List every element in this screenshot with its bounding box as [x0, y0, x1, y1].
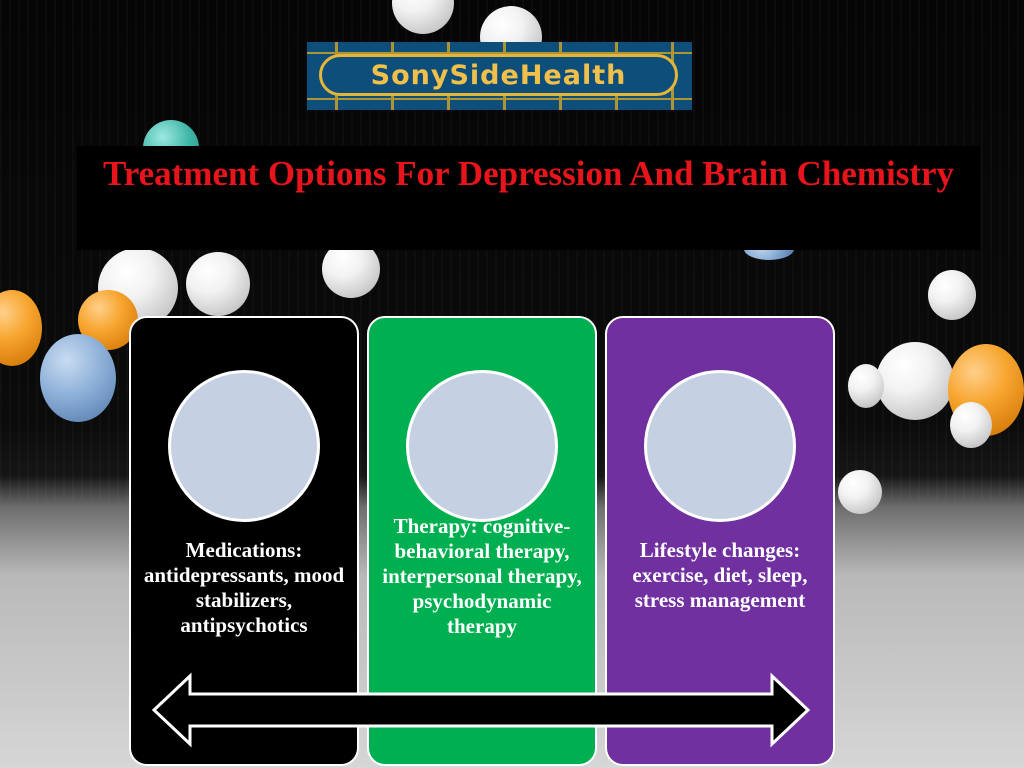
card-text: Medications: antidepressants, mood stabi… — [143, 538, 345, 637]
circle-placeholder — [168, 370, 320, 522]
title-band — [77, 146, 980, 250]
card-therapy: Therapy: cognitive-behavioral therapy, i… — [367, 316, 597, 766]
logo-text: SonySideHealth — [370, 59, 627, 91]
page-title: Treatment Options For Depression And Bra… — [102, 154, 955, 193]
logo: SonySideHealth — [307, 42, 692, 110]
circle-placeholder — [406, 370, 558, 522]
card-medications: Medications: antidepressants, mood stabi… — [129, 316, 359, 766]
circle-placeholder — [644, 370, 796, 522]
card-text: Therapy: cognitive-behavioral therapy, i… — [382, 514, 582, 638]
card-text: Lifestyle changes: exercise, diet, sleep… — [632, 538, 808, 612]
card-lifestyle: Lifestyle changes: exercise, diet, sleep… — [605, 316, 835, 766]
double-headed-arrow-icon — [151, 672, 811, 748]
